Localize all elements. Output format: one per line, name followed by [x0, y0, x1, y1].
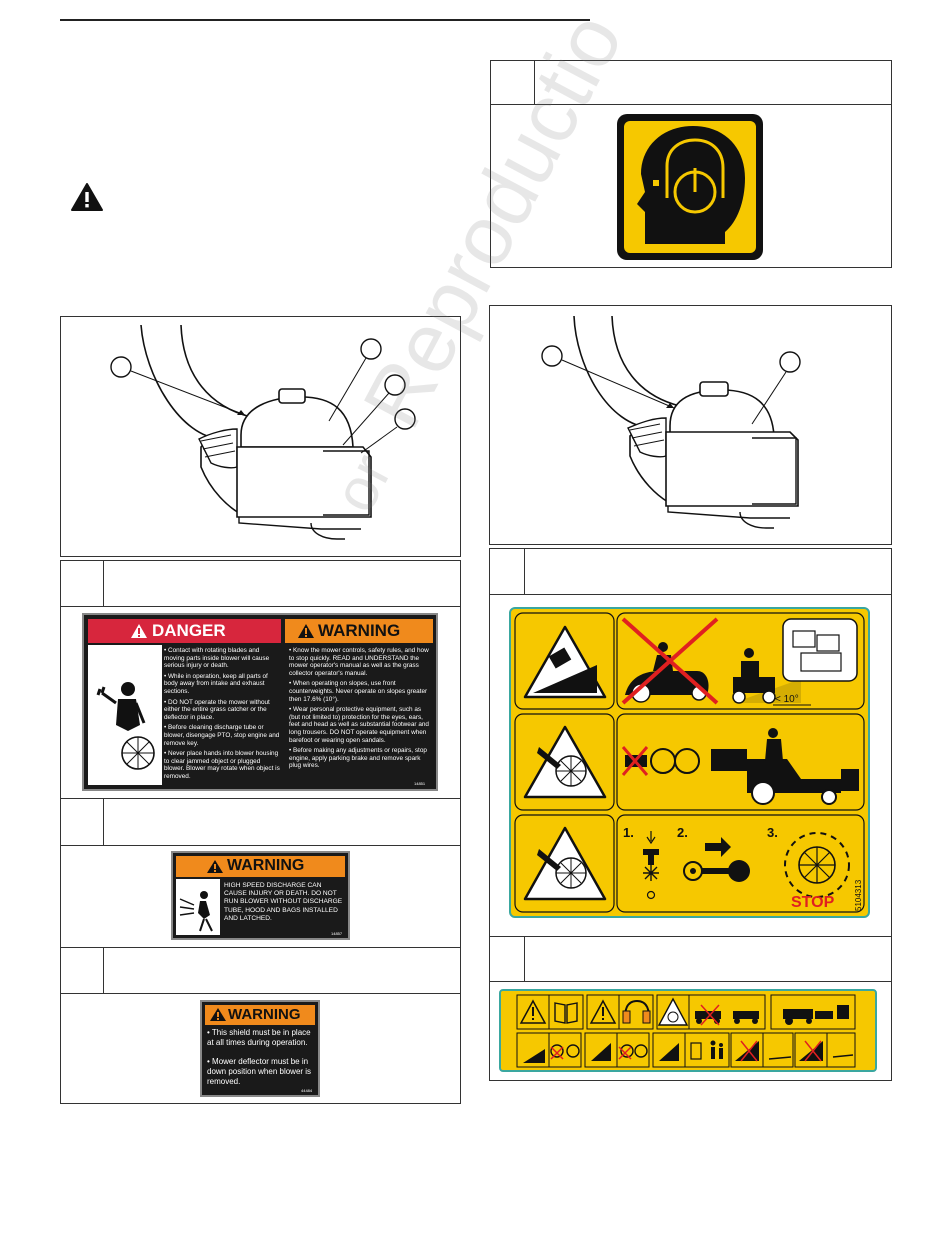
alert-triangle-icon	[298, 624, 314, 638]
warning-header: WARNING	[205, 1005, 315, 1025]
stop-label: STOP	[791, 894, 835, 911]
warning-item: • Know the mower controls, safety rules,…	[289, 647, 429, 677]
top-rule	[60, 19, 590, 21]
alert-triangle-icon	[131, 624, 147, 638]
danger-warning-decal: DANGER WARNING • Contact with rotating b…	[82, 613, 438, 791]
pictorial-panels: < 10° 1. 2. 3.	[514, 612, 865, 913]
shield-warning-decal: WARNING • This shield must be in place a…	[200, 1000, 320, 1097]
table-divider	[103, 947, 104, 994]
warning-text-block: • Know the mower controls, safety rules,…	[289, 647, 431, 770]
alert-triangle-icon	[207, 860, 223, 873]
warning-header: WARNING	[176, 856, 345, 877]
table-divider	[103, 798, 104, 845]
step-3: 3.	[767, 825, 778, 840]
part-number: 44484	[301, 1088, 313, 1093]
part-number: 14857	[331, 931, 343, 936]
blower-housing-illustration	[110, 324, 416, 540]
danger-text-block: • Contact with rotating blades and movin…	[164, 647, 280, 781]
danger-item: • DO NOT operate the mower without eithe…	[164, 698, 270, 721]
table-divider	[103, 560, 104, 607]
table-divider	[60, 798, 461, 799]
safety-alert-icon	[71, 183, 103, 211]
table-divider	[60, 845, 461, 846]
table-divider	[524, 936, 525, 982]
step-1: 1.	[623, 825, 634, 840]
table-divider	[60, 947, 461, 948]
danger-item: • Contact with rotating blades and movin…	[164, 647, 270, 670]
table-divider	[60, 606, 461, 607]
danger-item: • While in operation, keep all parts of …	[164, 672, 268, 695]
danger-pictogram	[88, 645, 162, 785]
shield-warning-line: • This shield must be in place at all ti…	[207, 1028, 311, 1047]
warning-item: • Before making any adjustments or repai…	[289, 747, 427, 770]
alert-triangle-icon	[210, 1008, 226, 1021]
thrown-object-icon	[179, 891, 213, 932]
table-divider	[534, 60, 535, 105]
warning-item: • Wear personal protective equipment, su…	[289, 706, 429, 744]
shield-warning-line: • Mower deflector must be in down positi…	[207, 1057, 312, 1086]
part-number: 5104313	[854, 879, 863, 911]
danger-header: DANGER	[88, 619, 281, 643]
danger-title: DANGER	[152, 621, 226, 640]
table-divider	[489, 594, 892, 595]
part-number: 14851	[414, 781, 426, 786]
safety-icon-strip-decal	[499, 989, 877, 1072]
pictorial-safety-decal: < 10° 1. 2. 3.	[509, 607, 870, 918]
danger-item: • Before cleaning discharge tube or blow…	[164, 724, 280, 747]
blower-housing-illustration	[541, 315, 801, 529]
danger-item: • Never place hands into blower housing …	[164, 750, 280, 780]
table-divider	[490, 104, 892, 105]
hearing-protection-icon	[617, 114, 763, 260]
discharge-warning-text: HIGH SPEED DISCHARGE CAN CAUSE INJURY OR…	[224, 882, 343, 922]
warning-title: WARNING	[318, 621, 401, 640]
strip-icons	[516, 994, 856, 1068]
angle-label: < 10°	[775, 694, 799, 705]
discharge-warning-decal: WARNING HIGH SPEED DISCHARGE CAN CAUSE I…	[171, 851, 350, 940]
table-divider	[489, 981, 892, 982]
step-2: 2.	[677, 825, 688, 840]
warning-item: • When operating on slopes, use front co…	[289, 680, 428, 703]
table-divider	[524, 548, 525, 595]
warning-title: WARNING	[227, 857, 305, 874]
table-divider	[60, 993, 461, 994]
hand-in-fan-icon	[96, 682, 155, 770]
warning-header: WARNING	[285, 619, 433, 643]
discharge-pictogram	[176, 879, 220, 935]
warning-title: WARNING	[228, 1006, 301, 1023]
